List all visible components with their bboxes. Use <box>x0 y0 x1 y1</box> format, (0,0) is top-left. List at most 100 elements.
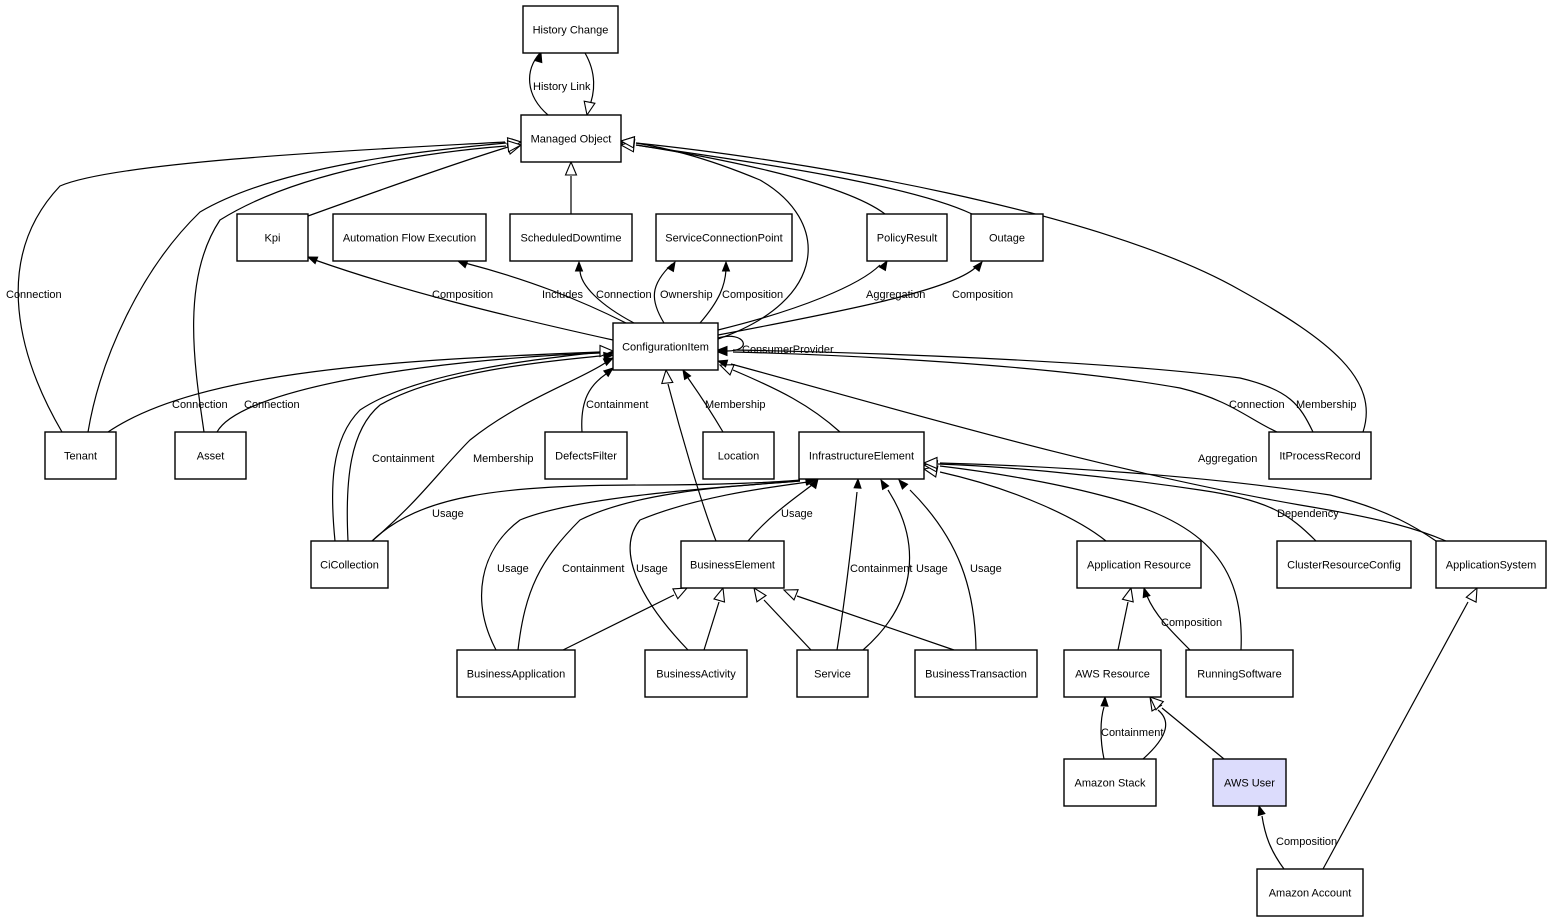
edge-line[interactable] <box>635 142 1367 433</box>
inheritance-edge[interactable] <box>661 368 717 542</box>
class-node-business-application[interactable]: BusinessApplication <box>456 649 576 698</box>
edge-line[interactable] <box>703 601 720 651</box>
edge-line[interactable] <box>1142 709 1167 760</box>
edge-line[interactable] <box>796 595 955 651</box>
class-node-application-resource[interactable]: Application Resource <box>1076 540 1202 589</box>
class-node-cluster-resource-config[interactable]: ClusterResourceConfig <box>1276 540 1412 589</box>
edge-line[interactable] <box>836 491 858 651</box>
class-node-outage[interactable]: Outage <box>970 213 1044 262</box>
association-edge[interactable] <box>699 260 731 324</box>
edge-line[interactable] <box>717 335 744 352</box>
association-edge[interactable] <box>716 359 1447 542</box>
inheritance-edge[interactable] <box>307 142 523 217</box>
edge-line[interactable] <box>464 262 627 324</box>
class-node-business-element[interactable]: BusinessElement <box>680 540 785 589</box>
edge-line[interactable] <box>687 377 724 433</box>
node-box[interactable] <box>796 649 869 698</box>
class-node-business-activity[interactable]: BusinessActivity <box>644 649 748 698</box>
inheritance-edge[interactable] <box>1148 696 1225 760</box>
association-edge[interactable] <box>717 260 983 336</box>
node-box[interactable] <box>1276 540 1412 589</box>
edge-line[interactable] <box>732 349 1314 433</box>
edge-line[interactable] <box>939 471 1107 542</box>
edge-line[interactable] <box>1117 601 1129 651</box>
edge-line[interactable] <box>653 263 673 324</box>
edge-line[interactable] <box>667 383 717 542</box>
association-edge[interactable] <box>346 351 615 542</box>
association-edge[interactable] <box>747 477 819 542</box>
node-box[interactable] <box>1063 758 1157 807</box>
edge-line[interactable] <box>331 351 601 542</box>
node-box[interactable] <box>680 540 785 589</box>
association-edge[interactable] <box>107 347 615 433</box>
edge-line[interactable] <box>528 52 549 116</box>
node-box[interactable] <box>702 431 775 480</box>
node-box[interactable] <box>866 213 948 262</box>
class-node-infrastructure-element[interactable]: InfrastructureElement <box>798 431 925 480</box>
edge-line[interactable] <box>717 267 976 336</box>
edge-line[interactable] <box>346 355 601 542</box>
edge-line[interactable] <box>939 465 1242 651</box>
node-box[interactable] <box>1268 431 1372 480</box>
edge-line[interactable] <box>193 145 507 433</box>
class-node-kpi[interactable]: Kpi <box>236 213 309 262</box>
class-node-business-transaction[interactable]: BusinessTransaction <box>914 649 1038 698</box>
class-node-it-process-record[interactable]: ItProcessRecord <box>1268 431 1372 480</box>
edge-line[interactable] <box>314 259 614 341</box>
class-node-ci-collection[interactable]: CiCollection <box>310 540 389 589</box>
node-box[interactable] <box>644 649 748 698</box>
class-node-running-software[interactable]: RunningSoftware <box>1185 649 1294 698</box>
edge-line[interactable] <box>732 351 1278 433</box>
edge-line[interactable] <box>307 146 509 217</box>
class-node-automation-flow-execution[interactable]: Automation Flow Execution <box>332 213 487 262</box>
inheritance-edge[interactable] <box>753 586 812 651</box>
edge-line[interactable] <box>371 362 606 542</box>
edge-line[interactable] <box>562 594 675 651</box>
association-edge[interactable] <box>898 478 977 651</box>
association-edge[interactable] <box>306 256 614 341</box>
edge-line[interactable] <box>629 481 809 651</box>
edge-line[interactable] <box>635 144 973 215</box>
edge-line[interactable] <box>937 463 1317 542</box>
association-edge[interactable] <box>716 347 1278 433</box>
node-box[interactable] <box>520 114 622 163</box>
association-edge[interactable] <box>717 259 888 331</box>
association-edge[interactable] <box>862 478 911 651</box>
edge-line[interactable] <box>1146 595 1191 651</box>
inheritance-edge[interactable] <box>1117 586 1134 651</box>
class-node-scheduled-downtime[interactable]: ScheduledDowntime <box>509 213 633 262</box>
node-box[interactable] <box>798 431 925 480</box>
inheritance-edge[interactable] <box>562 587 689 651</box>
association-edge[interactable] <box>653 260 676 324</box>
node-box[interactable] <box>612 322 719 371</box>
class-node-managed-object[interactable]: Managed Object <box>520 114 622 163</box>
node-box[interactable] <box>236 213 309 262</box>
node-box[interactable] <box>522 5 619 54</box>
inheritance-edge[interactable] <box>782 589 955 651</box>
node-box[interactable] <box>914 649 1038 698</box>
edge-line[interactable] <box>862 489 911 651</box>
node-box[interactable] <box>970 213 1044 262</box>
node-box[interactable] <box>655 213 793 262</box>
class-node-service[interactable]: Service <box>796 649 869 698</box>
edge-line[interactable] <box>87 142 507 433</box>
inheritance-edge[interactable] <box>1322 586 1478 870</box>
node-box[interactable] <box>456 649 576 698</box>
association-edge[interactable] <box>836 477 862 651</box>
class-node-aws-resource[interactable]: AWS Resource <box>1063 649 1162 698</box>
edge-line[interactable] <box>1261 815 1285 870</box>
edge-line[interactable] <box>730 363 1447 542</box>
inheritance-edge[interactable] <box>193 140 523 433</box>
class-node-asset[interactable]: Asset <box>174 431 247 480</box>
class-node-amazon-account[interactable]: Amazon Account <box>1256 868 1364 917</box>
node-box[interactable] <box>1076 540 1202 589</box>
inheritance-edge[interactable] <box>583 52 596 117</box>
class-node-tenant[interactable]: Tenant <box>44 431 117 480</box>
edge-line[interactable] <box>581 373 607 433</box>
edge-line[interactable] <box>517 480 801 651</box>
edge-line[interactable] <box>371 479 801 542</box>
association-edge[interactable] <box>574 260 635 324</box>
edge-line[interactable] <box>732 369 841 433</box>
edge-line[interactable] <box>1100 706 1105 760</box>
node-box[interactable] <box>1185 649 1294 698</box>
